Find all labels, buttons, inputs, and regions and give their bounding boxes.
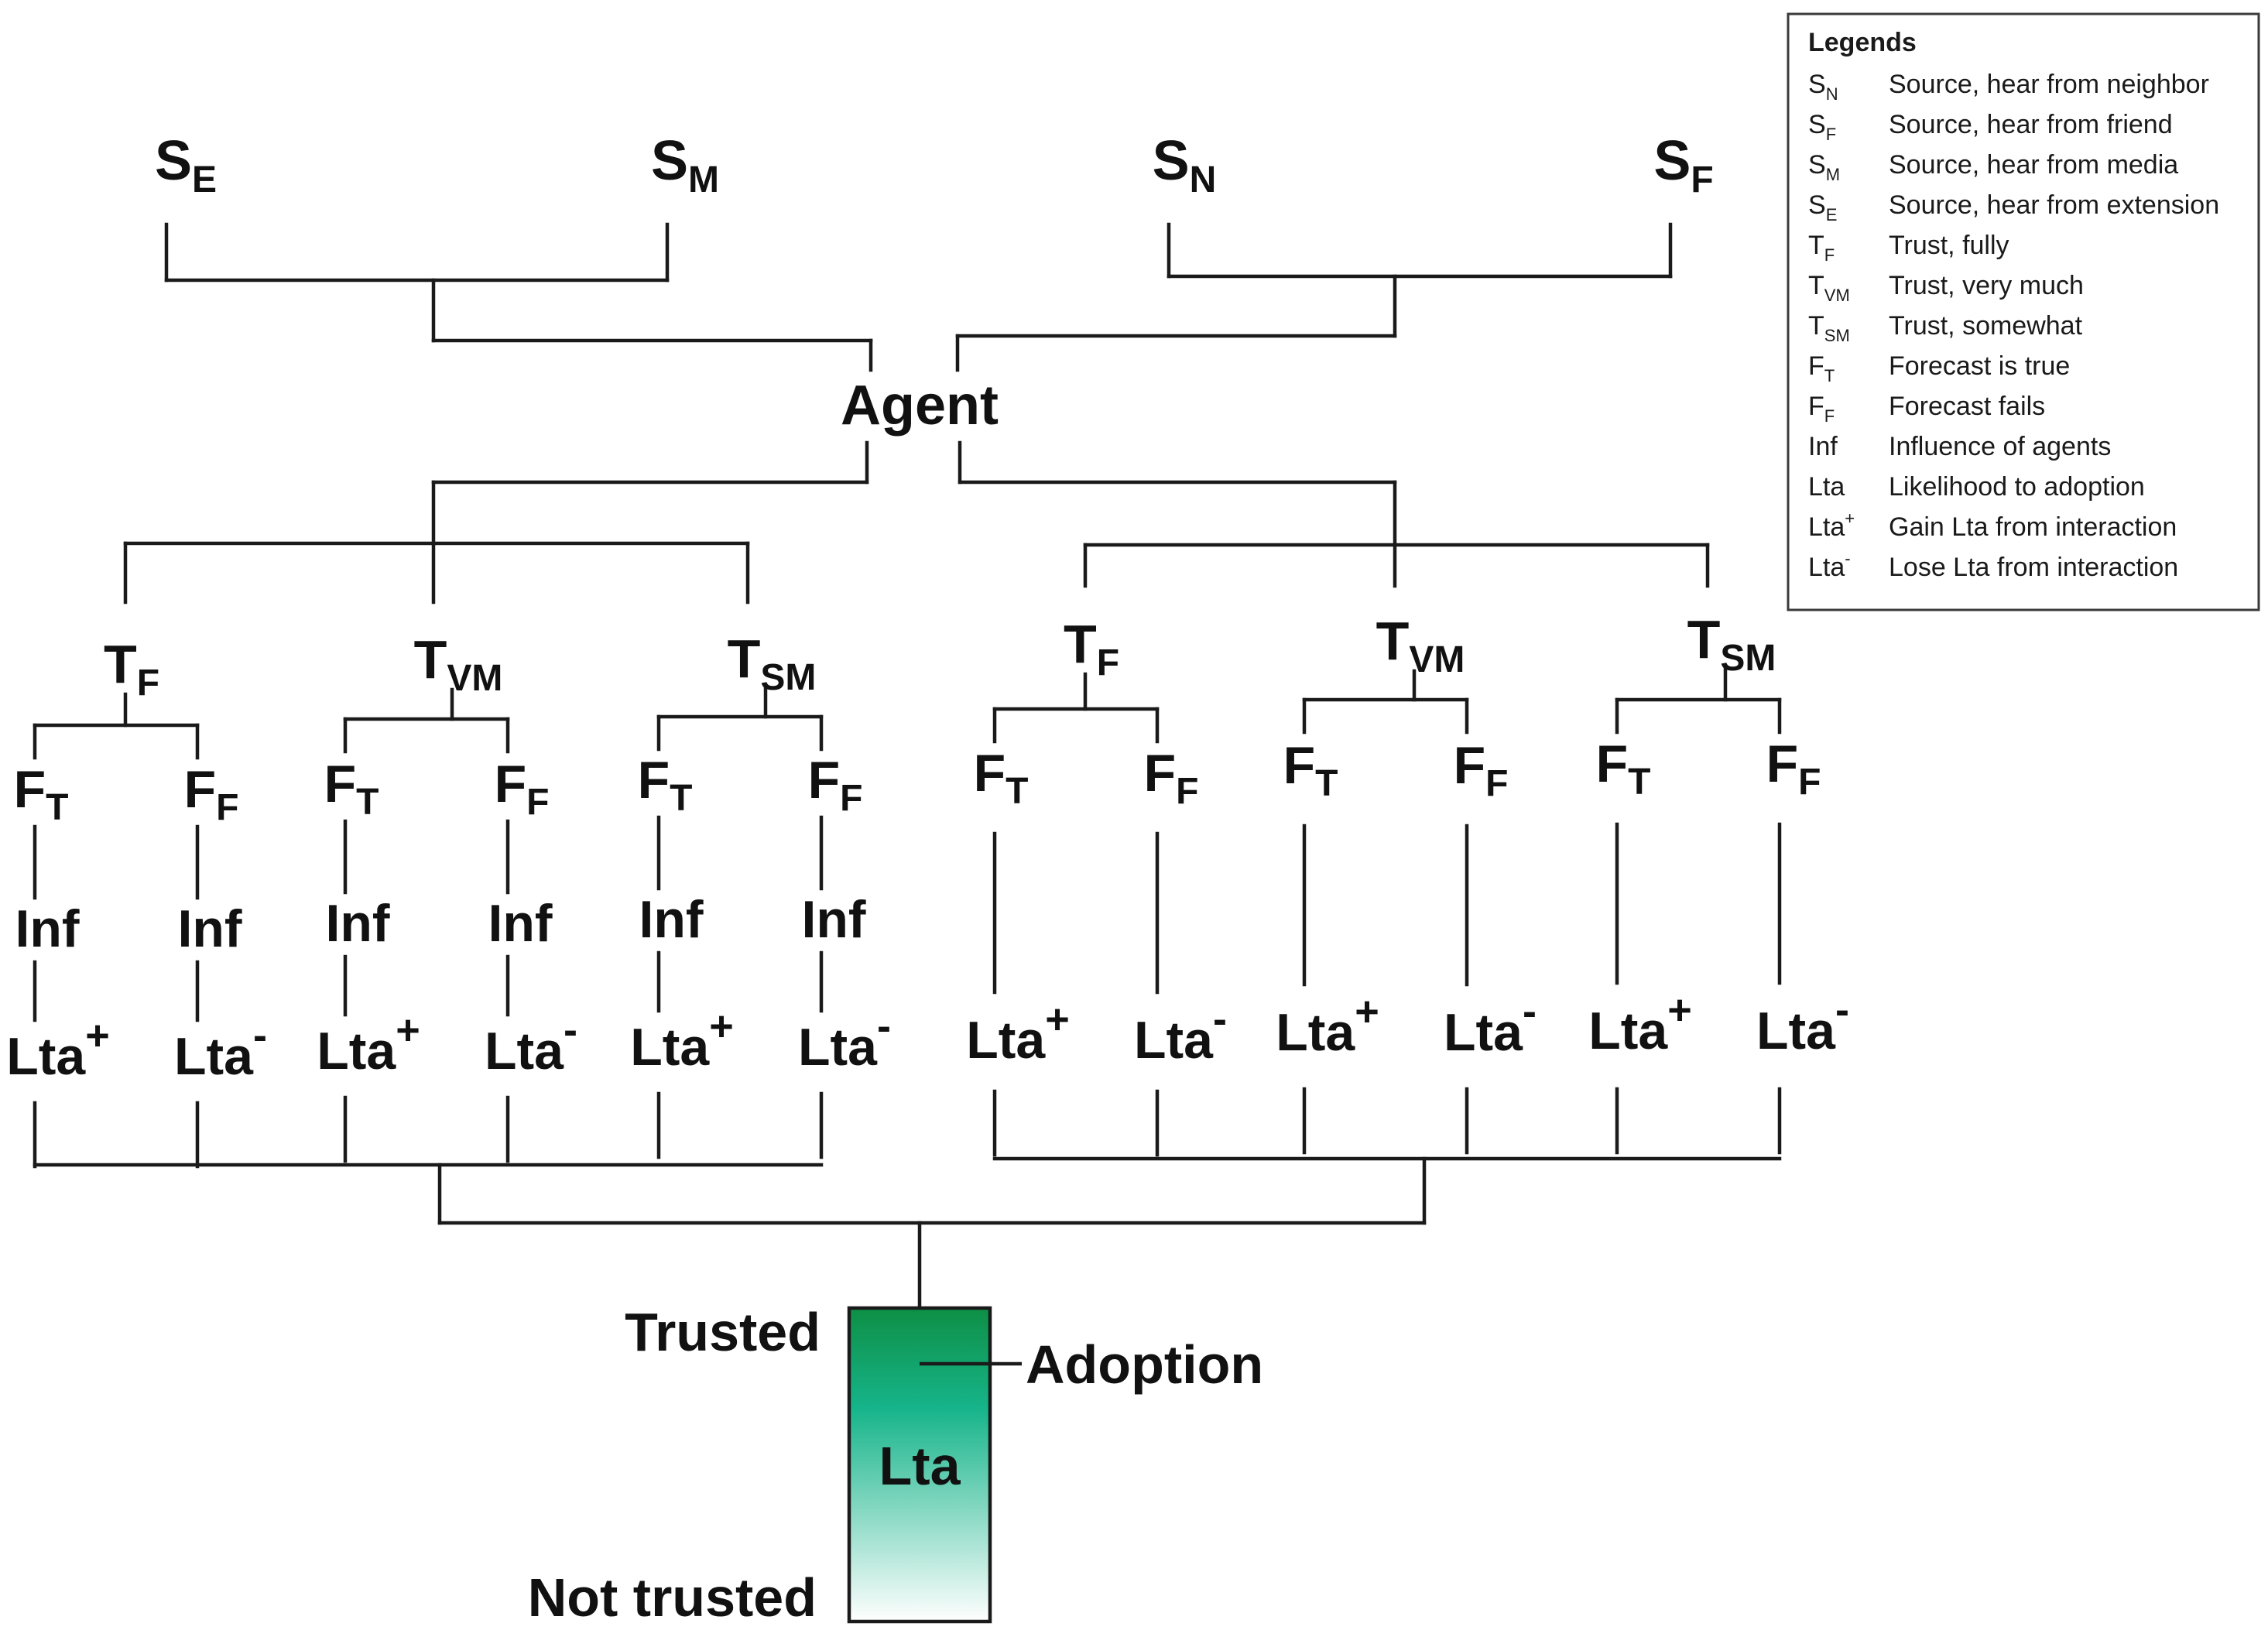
left-influence-label-2: Inf [325, 894, 389, 953]
left-lta-lose-1: Lta- [174, 1012, 267, 1086]
left-lta-gain-1: Lta+ [6, 1012, 110, 1086]
right-trust-label-3: TSM [1687, 609, 1776, 679]
left-lta-gain-3: Lta+ [630, 1003, 734, 1077]
legend-symbol-9: FF [1808, 392, 1835, 426]
left-forecast-true-2: FT [324, 755, 379, 823]
adoption-likelihood-bar [847, 1306, 992, 1624]
left-trust-label-1: TF [104, 634, 159, 704]
right-trust-label-2: TVM [1376, 611, 1465, 680]
right-trust-label-1: TF [1064, 614, 1119, 683]
adoption-label: Adoption [1026, 1334, 1263, 1395]
legend-title: Legends [1808, 28, 1917, 57]
right-lta-lose-3: Lta- [1756, 987, 1849, 1060]
right-forecast-fails-2: FF [1454, 736, 1509, 804]
legend-desc-4: Source, hear from extension [1889, 190, 2219, 220]
agent-label: Agent [841, 375, 999, 437]
bar-lta-label: Lta [879, 1436, 961, 1496]
legend-symbol-11: Lta [1808, 472, 1845, 502]
left-lta-gain-2: Lta+ [317, 1007, 420, 1080]
legend-desc-11: Likelihood to adoption [1889, 472, 2145, 502]
legend-desc-9: Forecast fails [1889, 392, 2045, 421]
left-influence-label-3: Inf [639, 890, 703, 949]
legend-desc-6: Trust, very much [1889, 271, 2084, 300]
right-forecast-fails-1: FF [1144, 744, 1199, 812]
left-trust-label-2: TVM [414, 629, 503, 699]
left-influence-label-3: Inf [801, 890, 865, 949]
legend-symbol-6: TVM [1808, 271, 1850, 305]
right-lta-gain-1: Lta+ [966, 996, 1070, 1070]
left-forecast-true-3: FT [638, 751, 693, 819]
legend-symbol-4: SE [1808, 190, 1837, 224]
legend-desc-2: Source, hear from friend [1889, 110, 2173, 139]
legend-box [1787, 12, 2260, 611]
left-forecast-fails-2: FF [495, 755, 550, 823]
legend-symbol-7: TSM [1808, 311, 1850, 345]
legend-desc-7: Trust, somewhat [1889, 311, 2083, 341]
source-friend-label: SF [1653, 130, 1713, 200]
right-forecast-true-2: FT [1283, 736, 1338, 804]
legend-symbol-1: SN [1808, 70, 1838, 104]
not-trusted-label: Not trusted [528, 1567, 817, 1628]
right-lta-gain-2: Lta+ [1276, 988, 1379, 1062]
legend-symbol-3: SM [1808, 150, 1840, 184]
right-forecast-true-3: FT [1596, 735, 1651, 803]
right-lta-gain-3: Lta+ [1588, 987, 1692, 1060]
legend-desc-10: Influence of agents [1889, 432, 2111, 461]
source-extension-label: SE [155, 130, 217, 200]
left-influence-label-1: Inf [177, 899, 242, 958]
left-forecast-true-1: FT [14, 760, 69, 828]
legend-desc-8: Forecast is true [1889, 351, 2070, 381]
left-influence-label-2: Inf [488, 894, 552, 953]
legend-desc-13: Lose Lta from interaction [1889, 553, 2178, 582]
left-trust-label-3: TSM [728, 628, 817, 698]
legend-desc-12: Gain Lta from interaction [1889, 512, 2177, 542]
legend-desc-3: Source, hear from media [1889, 150, 2178, 180]
left-forecast-fails-3: FF [808, 751, 863, 819]
legend-desc-5: Trust, fully [1889, 231, 2009, 260]
left-lta-lose-3: Lta- [798, 1003, 891, 1077]
left-lta-lose-2: Lta- [485, 1007, 577, 1080]
right-forecast-fails-3: FF [1766, 735, 1821, 803]
right-forecast-true-1: FT [974, 744, 1029, 812]
right-lta-lose-1: Lta- [1134, 996, 1227, 1070]
left-forecast-fails-1: FF [184, 760, 239, 828]
tree-connectors [33, 222, 1782, 1310]
legend-symbol-13: Lta- [1808, 549, 1851, 582]
right-lta-lose-2: Lta- [1444, 988, 1537, 1062]
source-neighbor-label: SN [1153, 130, 1217, 200]
legend-symbol-12: Lta+ [1808, 509, 1855, 542]
left-influence-label-1: Inf [15, 899, 79, 958]
source-media-label: SM [651, 130, 719, 200]
legend-symbol-10: Inf [1808, 432, 1838, 461]
trusted-label: Trusted [625, 1302, 821, 1362]
legend-symbol-5: TF [1808, 231, 1835, 265]
legend-symbol-8: FT [1808, 351, 1835, 385]
legend-symbol-2: SF [1808, 110, 1836, 144]
legend-desc-1: Source, hear from neighbor [1889, 70, 2209, 99]
